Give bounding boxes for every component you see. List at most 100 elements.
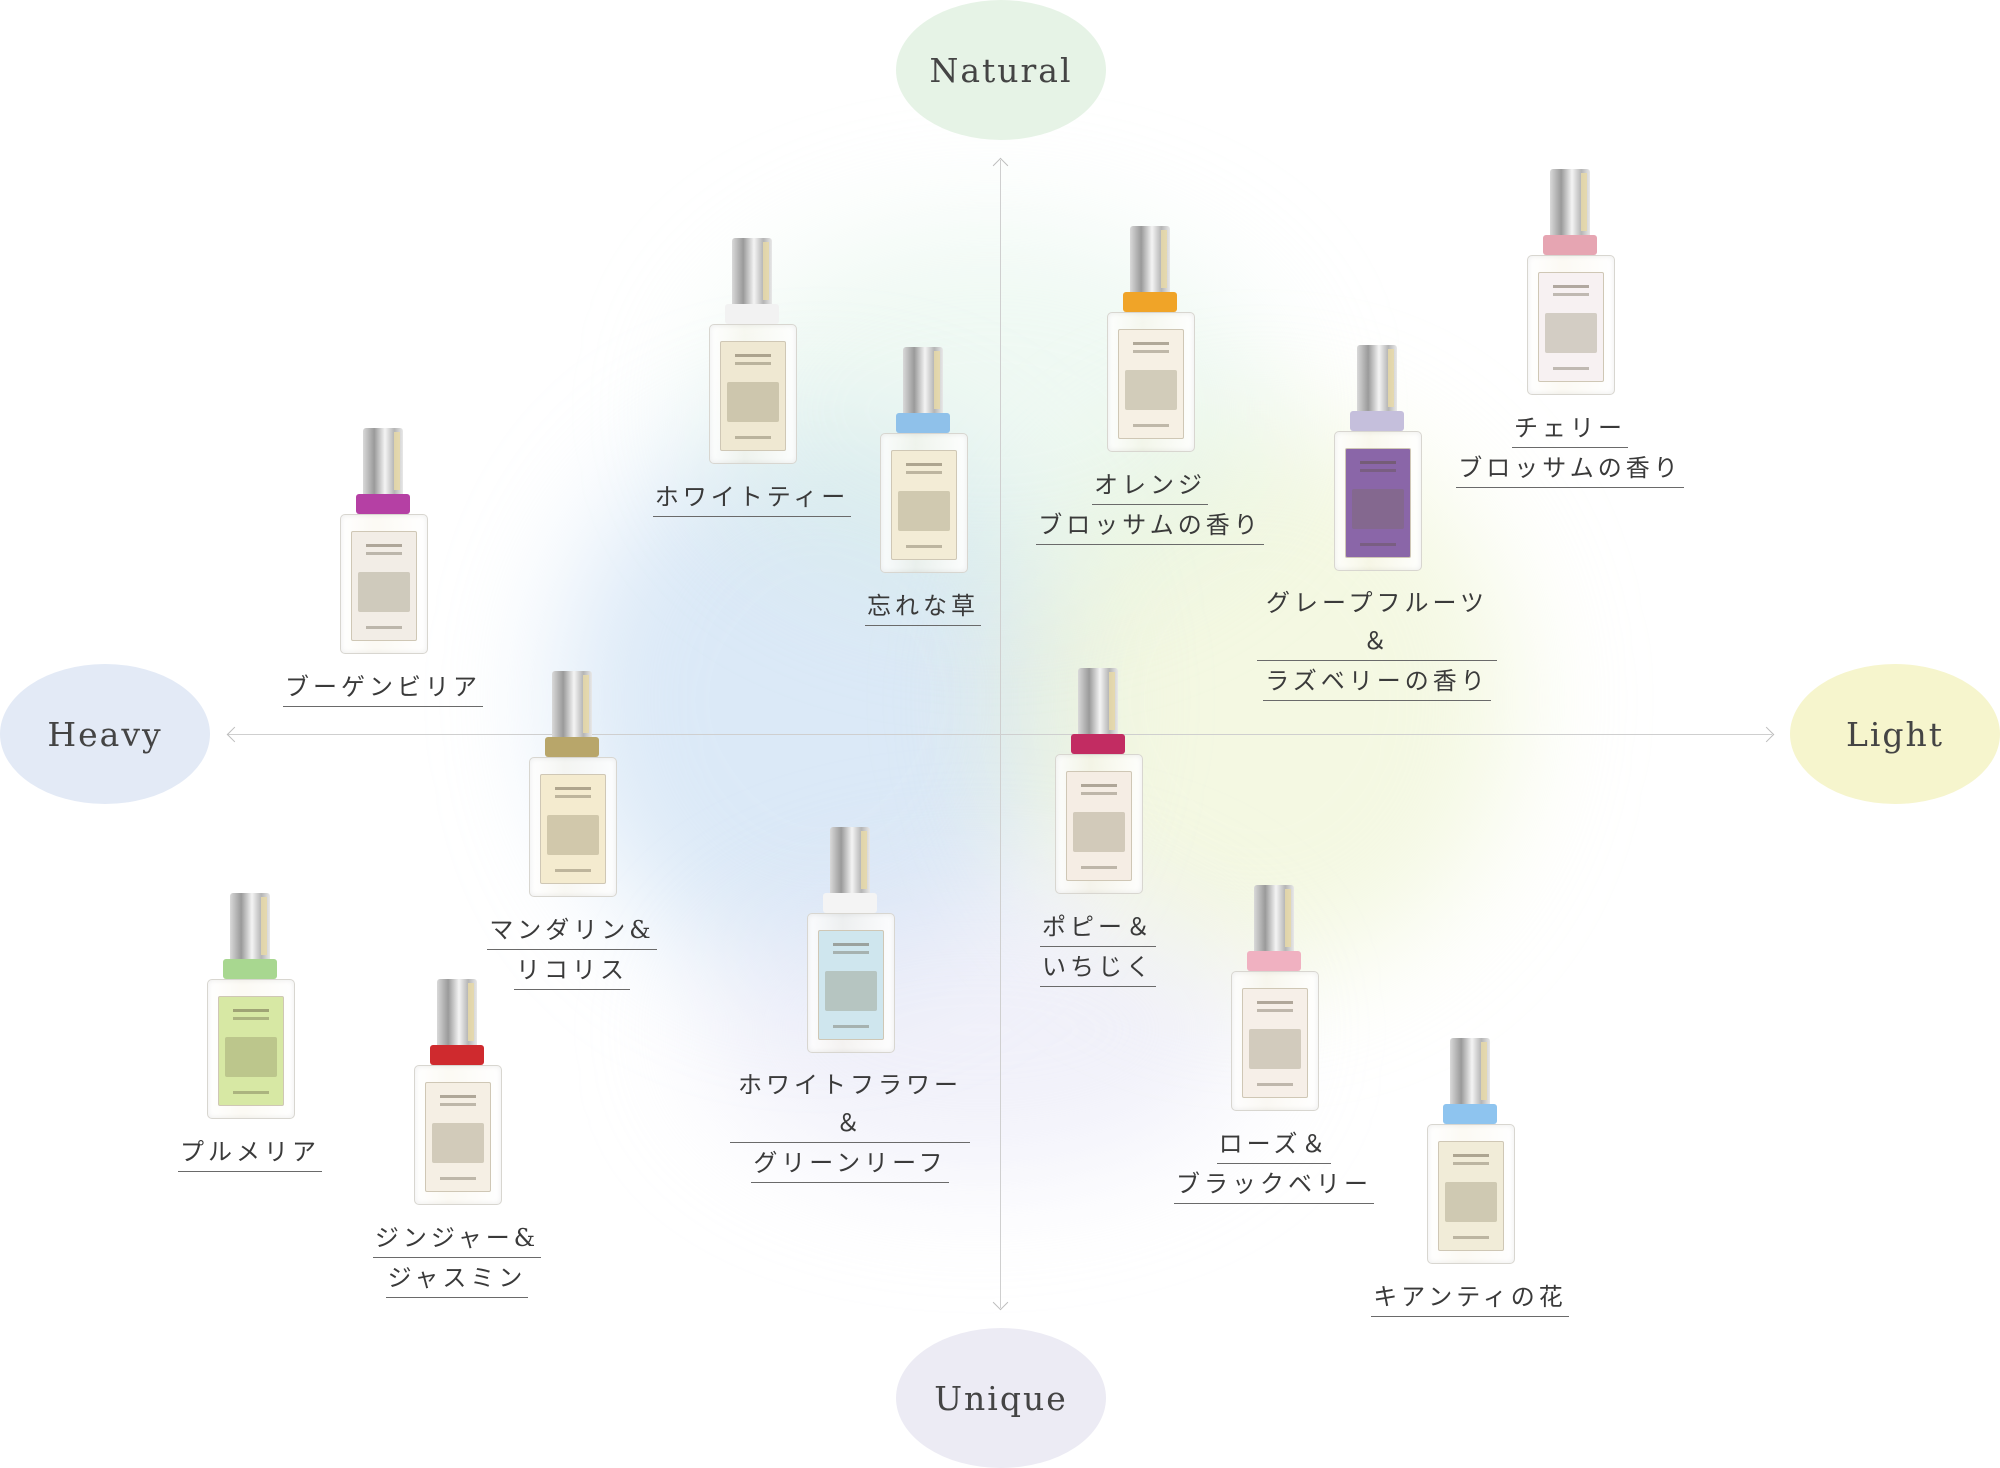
bottle-body	[1527, 255, 1615, 395]
product-cherry-blossom[interactable]: チェリーブロッサムの香り	[1450, 169, 1690, 488]
product-name[interactable]: チェリーブロッサムの香り	[1456, 408, 1684, 488]
product-grapefruit-raspberry[interactable]: グレープフルーツ＆ラズベリーの香り	[1257, 345, 1497, 701]
perfume-bottle-image[interactable]	[1105, 226, 1195, 452]
product-name-line1[interactable]: 忘れな草	[865, 587, 981, 626]
product-name[interactable]: オレンジブロッサムの香り	[1036, 465, 1264, 545]
bottle-cap	[1254, 885, 1294, 953]
bottle-label	[1538, 272, 1604, 382]
perfume-bottle-image[interactable]	[1332, 345, 1422, 571]
axis-light[interactable]: Light	[1790, 664, 2000, 804]
bottle-label	[1066, 771, 1132, 881]
axis-natural[interactable]: Natural	[896, 0, 1106, 140]
bottle-collar	[430, 1045, 484, 1065]
bottle-body	[709, 324, 797, 464]
product-name-line1[interactable]: ホワイトティー	[652, 478, 852, 517]
axis-unique[interactable]: Unique	[896, 1328, 1106, 1468]
bottle-collar	[1543, 235, 1597, 255]
product-name[interactable]: プルメリア	[178, 1132, 322, 1172]
bottle-label	[1242, 988, 1308, 1098]
bottle-body	[529, 757, 617, 897]
perfume-bottle-image[interactable]	[1425, 1038, 1515, 1264]
bottle-cap	[732, 238, 772, 306]
bottle-collar	[1071, 734, 1125, 754]
product-name-line1[interactable]: オレンジ	[1092, 466, 1208, 505]
bottle-body	[1055, 754, 1143, 894]
product-name[interactable]: キアンティの花	[1371, 1277, 1569, 1317]
product-name[interactable]: ブーゲンビリア	[283, 667, 483, 707]
perfume-bottle-image[interactable]	[338, 428, 428, 654]
perfume-bottle-image[interactable]	[412, 979, 502, 1205]
product-name-line2[interactable]: ブロッサムの香り	[1456, 449, 1684, 488]
arrow-right-icon	[1758, 726, 1775, 743]
product-poppy-fig[interactable]: ポピー＆いちじく	[978, 668, 1218, 987]
bottle-label	[218, 996, 284, 1106]
product-chianti-flower[interactable]: キアンティの花	[1350, 1038, 1590, 1317]
product-name[interactable]: ホワイトフラワー＆グリーンリーフ	[730, 1066, 970, 1183]
product-name[interactable]: ホワイトティー	[652, 477, 852, 517]
product-name-line2[interactable]: グリーンリーフ	[751, 1144, 949, 1183]
product-name-line2[interactable]: ジャスミン	[385, 1259, 529, 1298]
bottle-cap	[1550, 169, 1590, 237]
product-ginger-jasmine[interactable]: ジンジャー&ジャスミン	[337, 979, 577, 1298]
product-name[interactable]: ローズ＆ブラックベリー	[1174, 1124, 1374, 1204]
bottle-label	[720, 341, 786, 451]
product-white-tea[interactable]: ホワイトティー	[632, 238, 872, 517]
arrow-down-icon	[992, 1294, 1009, 1311]
product-name-line1[interactable]: マンダリン&	[487, 911, 657, 950]
product-name-line1[interactable]: ホワイトフラワー＆	[730, 1066, 970, 1143]
product-name[interactable]: グレープフルーツ＆ラズベリーの香り	[1257, 584, 1497, 701]
bottle-collar	[1350, 411, 1404, 431]
perfume-bottle-image[interactable]	[205, 893, 295, 1119]
product-orange-blossom[interactable]: オレンジブロッサムの香り	[1030, 226, 1270, 545]
bottle-body	[1107, 312, 1195, 452]
bottle-cap	[903, 347, 943, 415]
bottle-collar	[356, 494, 410, 514]
bottle-body	[207, 979, 295, 1119]
perfume-bottle-image[interactable]	[878, 347, 968, 573]
product-white-flower-green-leaf[interactable]: ホワイトフラワー＆グリーンリーフ	[730, 827, 970, 1183]
product-name-line1[interactable]: チェリー	[1512, 409, 1628, 448]
bottle-body	[1334, 431, 1422, 571]
bottle-label	[1118, 329, 1184, 439]
perfume-bottle-image[interactable]	[527, 671, 617, 897]
product-name-line1[interactable]: グレープフルーツ＆	[1257, 584, 1497, 661]
product-name[interactable]: マンダリン&リコリス	[487, 910, 657, 990]
product-name[interactable]: 忘れな草	[865, 586, 981, 626]
product-name-line2[interactable]: ブラックベリー	[1174, 1165, 1374, 1204]
perfume-bottle-image[interactable]	[1229, 885, 1319, 1111]
bottle-body	[1427, 1124, 1515, 1264]
product-bougainvillea[interactable]: ブーゲンビリア	[263, 428, 503, 707]
product-wasurenagusa[interactable]: 忘れな草	[803, 347, 1043, 626]
bottle-cap	[1450, 1038, 1490, 1106]
perfume-bottle-image[interactable]	[707, 238, 797, 464]
product-name[interactable]: ジンジャー&ジャスミン	[372, 1218, 542, 1298]
arrow-up-icon	[992, 157, 1009, 174]
bottle-collar	[1247, 951, 1301, 971]
product-name-line1[interactable]: プルメリア	[178, 1133, 322, 1172]
bottle-cap	[1078, 668, 1118, 736]
bottle-cap	[363, 428, 403, 496]
product-name-line1[interactable]: キアンティの花	[1371, 1278, 1569, 1317]
product-name-line2[interactable]: ラズベリーの香り	[1263, 662, 1491, 701]
product-frangipani[interactable]: プルメリア	[130, 893, 370, 1172]
bottle-label	[891, 450, 957, 560]
bottle-collar	[545, 737, 599, 757]
perfume-bottle-image[interactable]	[1053, 668, 1143, 894]
perfume-bottle-image[interactable]	[1525, 169, 1615, 395]
product-rose-blackberry[interactable]: ローズ＆ブラックベリー	[1154, 885, 1394, 1204]
arrow-left-icon	[226, 726, 243, 743]
product-name-line1[interactable]: ポピー＆	[1040, 908, 1156, 947]
product-name-line2[interactable]: ブロッサムの香り	[1036, 506, 1264, 545]
product-name-line2[interactable]: いちじく	[1040, 948, 1156, 987]
axis-heavy[interactable]: Heavy	[0, 664, 210, 804]
bottle-cap	[1130, 226, 1170, 294]
perfume-bottle-image[interactable]	[805, 827, 895, 1053]
bottle-label	[351, 531, 417, 641]
product-name-line2[interactable]: リコリス	[514, 951, 630, 990]
product-name[interactable]: ポピー＆いちじく	[1040, 907, 1156, 987]
bottle-collar	[823, 893, 877, 913]
product-mandarin-licorice[interactable]: マンダリン&リコリス	[452, 671, 692, 990]
product-name-line1[interactable]: ローズ＆	[1216, 1125, 1332, 1164]
product-name-line1[interactable]: ジンジャー&	[372, 1219, 542, 1258]
product-name-line1[interactable]: ブーゲンビリア	[283, 668, 483, 707]
